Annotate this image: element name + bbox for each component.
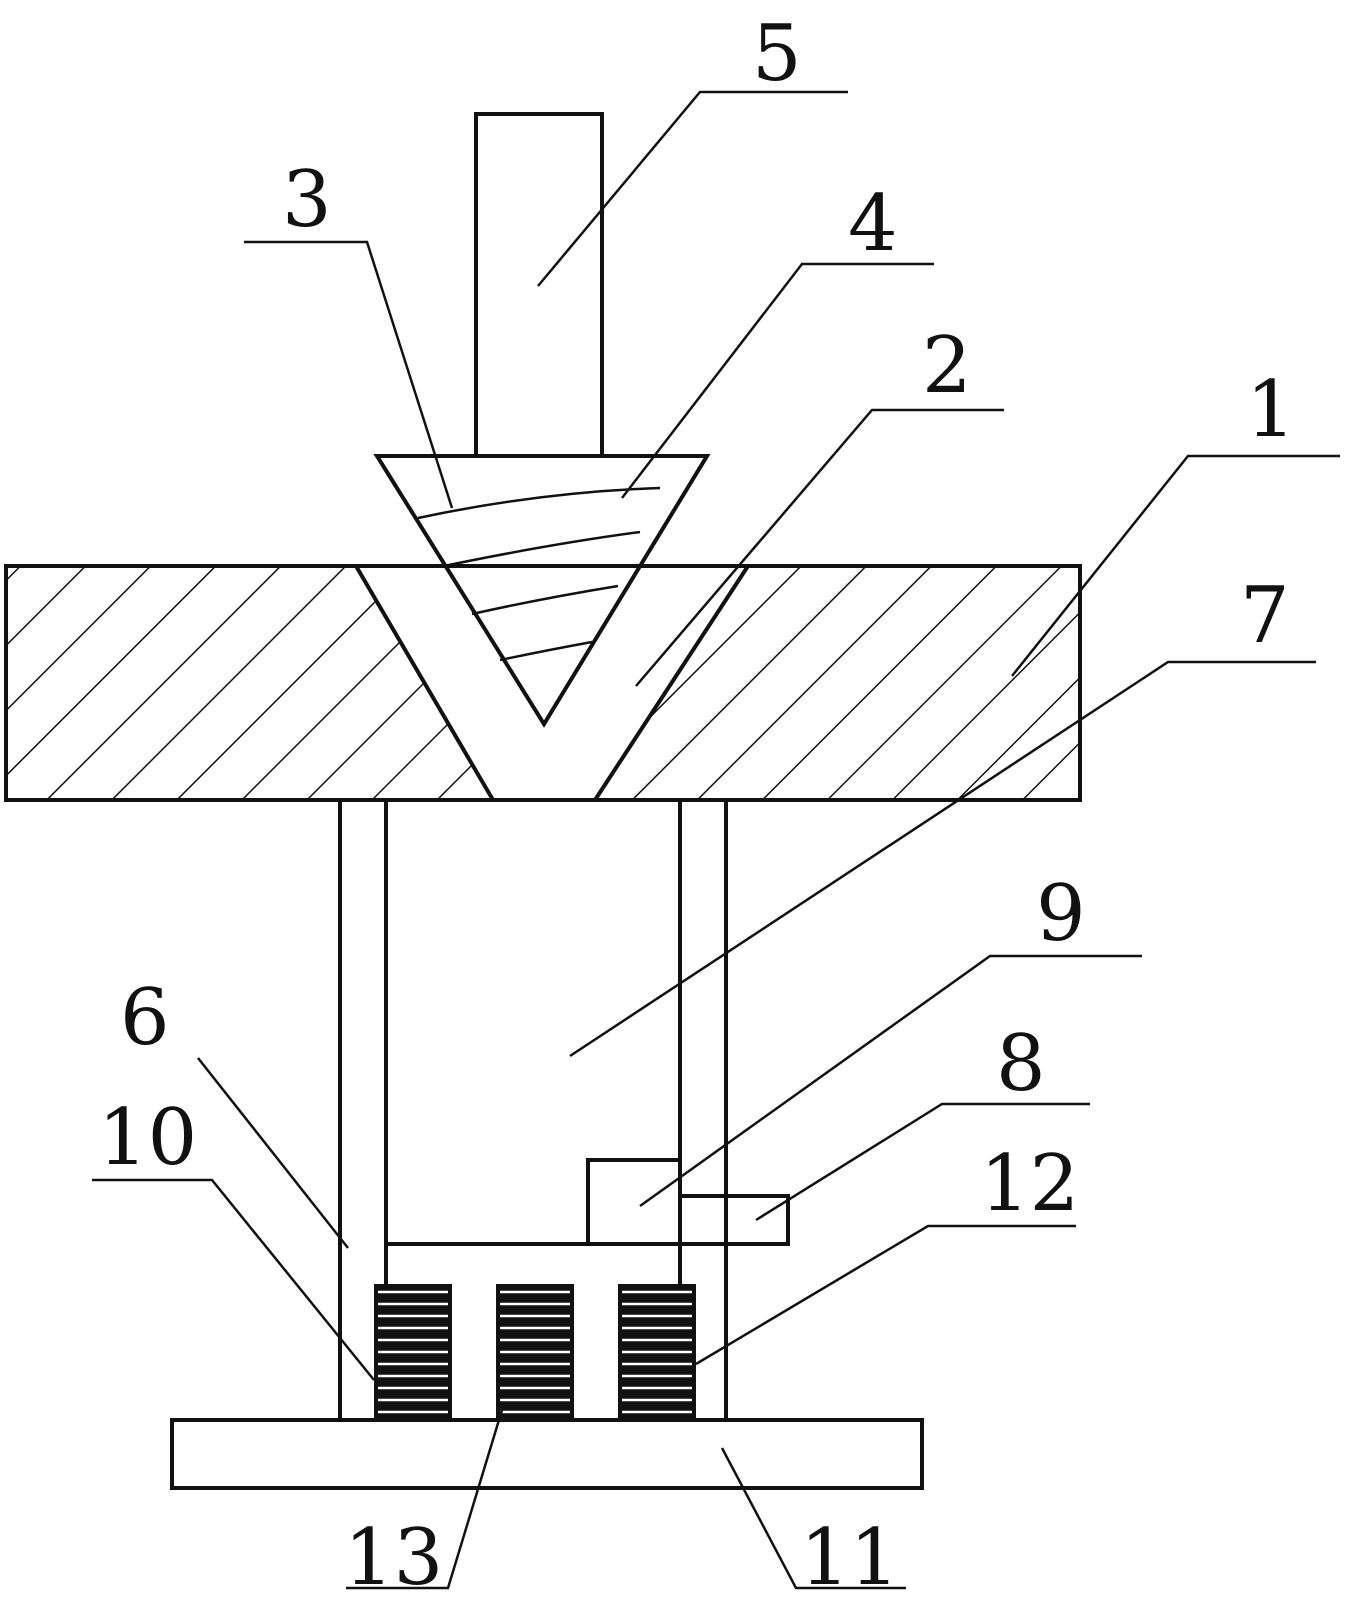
leader-5 — [537, 90, 848, 287]
leader-13 — [346, 1409, 504, 1590]
leader-1 — [1011, 454, 1340, 677]
leader-4 — [621, 262, 934, 499]
leader-10 — [92, 1178, 375, 1381]
leader-12 — [695, 1224, 1076, 1366]
label-5: 5 — [752, 9, 802, 99]
leader-11 — [720, 1447, 906, 1590]
label-13: 13 — [344, 1513, 443, 1600]
drive-shaft — [474, 112, 604, 458]
label-7: 7 — [1240, 571, 1290, 661]
label-8: 8 — [996, 1019, 1046, 1109]
main-block — [4, 564, 1082, 802]
label-10: 10 — [98, 1093, 197, 1183]
leader-3 — [244, 240, 454, 509]
label-1: 1 — [1246, 365, 1296, 455]
sensor-box — [586, 1158, 682, 1246]
label-2: 2 — [922, 321, 972, 411]
leader-6 — [197, 1057, 349, 1249]
label-12: 12 — [980, 1139, 1079, 1229]
spring-left — [374, 1284, 452, 1420]
mount-bracket — [678, 1194, 790, 1246]
spring-middle — [496, 1284, 574, 1420]
leader-9 — [639, 954, 1142, 1208]
leader-2 — [635, 408, 1004, 687]
label-11: 11 — [800, 1513, 899, 1600]
label-3: 3 — [282, 155, 332, 245]
label-9: 9 — [1036, 869, 1086, 959]
label-4: 4 — [848, 179, 898, 269]
label-6: 6 — [120, 973, 170, 1063]
leader-7 — [569, 660, 1316, 1058]
base-plate — [170, 1418, 924, 1490]
leader-8 — [755, 1102, 1090, 1222]
spring-right — [618, 1284, 696, 1420]
